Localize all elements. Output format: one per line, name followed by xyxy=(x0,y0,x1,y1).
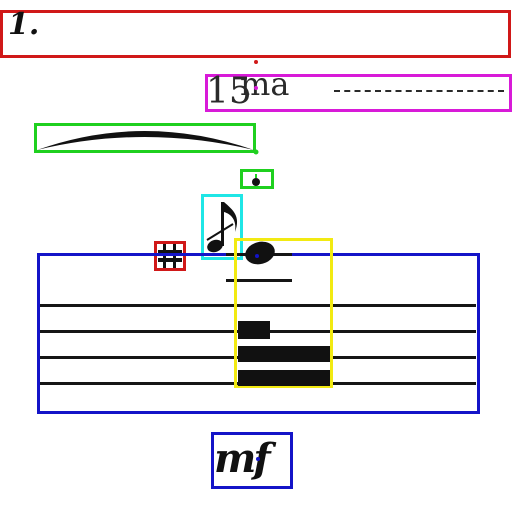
staccato-annotation-box xyxy=(240,169,274,189)
staccato-dot-icon xyxy=(252,174,260,186)
ledger-line xyxy=(226,279,292,282)
dynamic-annotation-box xyxy=(211,432,293,489)
dynamic-anchor-dot xyxy=(256,457,260,461)
beam-block xyxy=(238,370,330,386)
grace-note-annotation-box xyxy=(201,194,243,260)
dynamic-text: mf xyxy=(214,435,271,482)
fingering-annotation-box xyxy=(0,10,511,58)
ottava-number: 15 xyxy=(206,71,252,112)
slur-annotation-box xyxy=(34,123,256,153)
grace-note-icon xyxy=(206,202,238,253)
rest-block xyxy=(238,321,270,339)
fingering-text: 1. xyxy=(8,7,40,42)
fingering-anchor-dot xyxy=(254,60,258,64)
staff-line xyxy=(40,304,476,307)
ottava-suffix: ma xyxy=(240,65,290,103)
notehead-annotation-box xyxy=(234,238,333,388)
ottava-dashed-line xyxy=(334,90,504,92)
ottava-annotation-box xyxy=(205,74,512,112)
filled-notehead-icon xyxy=(245,241,275,265)
sharp-accidental-icon xyxy=(158,244,182,268)
accidental-annotation-box xyxy=(154,241,186,271)
ottava-anchor-dot xyxy=(254,86,258,90)
slur-icon xyxy=(37,131,259,155)
beam-block xyxy=(238,346,330,362)
